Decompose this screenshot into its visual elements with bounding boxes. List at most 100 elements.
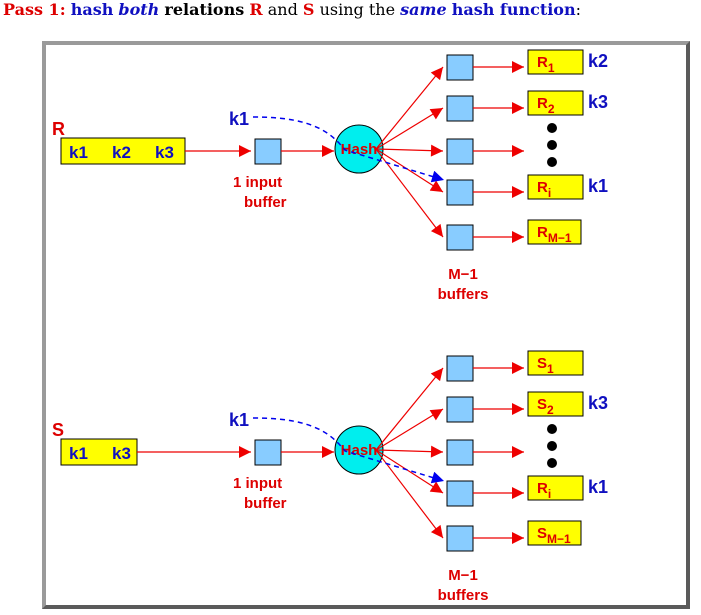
arrow-hash-to-buffer bbox=[375, 408, 444, 451]
partition-subscript: 2 bbox=[547, 403, 554, 417]
partition-subscript: i bbox=[548, 487, 551, 501]
arrow-hash-to-buffer bbox=[375, 107, 444, 150]
ellipsis-dot bbox=[547, 458, 557, 468]
relation-label: S bbox=[52, 420, 64, 440]
ellipsis-dot bbox=[547, 140, 557, 150]
output-buffer-square bbox=[446, 138, 474, 165]
partition-subscript: 1 bbox=[548, 61, 555, 75]
arrow-hash-to-buffer bbox=[375, 148, 444, 238]
buffers-label: buffers bbox=[438, 587, 489, 604]
input-buffer-square bbox=[254, 138, 282, 165]
title-same: same bbox=[400, 0, 447, 19]
title-and: and bbox=[267, 0, 298, 19]
relation-key: k1 bbox=[69, 444, 88, 463]
partition-subscript: 1 bbox=[547, 362, 554, 376]
partition-box bbox=[527, 391, 584, 417]
partition-base: R bbox=[537, 224, 548, 241]
arrow-hash-to-buffer bbox=[375, 144, 444, 157]
output-buffer-square bbox=[446, 525, 474, 552]
title-hash-function: hash function bbox=[451, 0, 576, 19]
partition-box bbox=[527, 219, 582, 245]
ellipsis-dot bbox=[547, 157, 557, 167]
partition-box bbox=[527, 475, 584, 501]
partition-subscript: i bbox=[548, 186, 551, 200]
relation-label: R bbox=[52, 119, 65, 139]
output-buffer-square bbox=[446, 95, 474, 122]
partition-subscript: 2 bbox=[548, 102, 555, 116]
output-buffer-square bbox=[446, 54, 474, 81]
partition-box bbox=[527, 174, 584, 200]
partition-base: R bbox=[537, 179, 548, 196]
title-relations: relations bbox=[164, 0, 245, 19]
ellipsis-dot bbox=[547, 441, 557, 451]
relation-box bbox=[60, 137, 186, 165]
dashed-key-route bbox=[252, 417, 445, 484]
relation-key: k3 bbox=[155, 143, 174, 162]
title-colon: : bbox=[575, 0, 581, 19]
partition-key-label: k3 bbox=[588, 393, 608, 413]
partition-subscript: M−1 bbox=[547, 532, 571, 546]
buffers-label: M−1 bbox=[448, 567, 478, 584]
partition-label: R2 bbox=[537, 95, 555, 116]
partition-label: RM−1 bbox=[537, 224, 572, 245]
partition-label: SM−1 bbox=[537, 525, 571, 546]
title-both: both bbox=[118, 0, 160, 19]
arrow-hash-to-buffer bbox=[375, 66, 444, 150]
relation-key: k3 bbox=[112, 444, 131, 463]
partition-subscript: M−1 bbox=[548, 231, 572, 245]
output-buffer-square bbox=[446, 179, 474, 206]
dashed-key-route bbox=[252, 116, 445, 183]
partition-box bbox=[527, 49, 584, 75]
hash-label: Hash bbox=[341, 442, 378, 459]
title-using-the: using the bbox=[319, 0, 396, 19]
arrow-hash-to-buffer bbox=[375, 148, 444, 193]
output-buffer-square bbox=[446, 439, 474, 466]
partition-label: S1 bbox=[537, 355, 554, 376]
partition-base: S bbox=[537, 525, 547, 542]
partition-label: S2 bbox=[537, 396, 554, 417]
arrow-hash-to-buffer bbox=[375, 449, 444, 539]
partition-label: Ri bbox=[537, 179, 551, 200]
partition-box bbox=[527, 350, 584, 376]
buffers-label: buffers bbox=[438, 286, 489, 303]
partition-label: R1 bbox=[537, 54, 555, 75]
partition-base: S bbox=[537, 355, 547, 372]
partition-key-label: k1 bbox=[588, 477, 608, 497]
partition-base: S bbox=[537, 396, 547, 413]
output-buffer-square bbox=[446, 224, 474, 251]
incoming-key-label: k1 bbox=[229, 410, 249, 430]
arrow-hash-to-buffer bbox=[375, 367, 444, 451]
partition-key-label: k1 bbox=[588, 176, 608, 196]
relation-box bbox=[60, 438, 138, 466]
incoming-key-label: k1 bbox=[229, 109, 249, 129]
title-hash: hash bbox=[70, 0, 114, 19]
partition-base: R bbox=[537, 480, 548, 497]
output-buffer-square bbox=[446, 396, 474, 423]
input-buffer-label: 1 input bbox=[233, 475, 282, 492]
output-buffer-square bbox=[446, 480, 474, 507]
partition-label: Ri bbox=[537, 480, 551, 501]
output-buffer-square bbox=[446, 355, 474, 382]
title-s: S bbox=[302, 0, 315, 19]
partition-base: R bbox=[537, 95, 548, 112]
partition-key-label: k3 bbox=[588, 92, 608, 112]
arrow-hash-to-buffer bbox=[375, 449, 444, 494]
ellipsis-dot bbox=[547, 123, 557, 133]
partition-box bbox=[527, 90, 584, 116]
input-buffer-label: 1 input bbox=[233, 174, 282, 191]
partition-box bbox=[527, 520, 582, 546]
arrow-hash-to-buffer bbox=[375, 445, 444, 458]
relation-key: k1 bbox=[69, 143, 88, 162]
title-r: R bbox=[249, 0, 263, 19]
partition-key-label: k2 bbox=[588, 51, 608, 71]
buffers-label: M−1 bbox=[448, 266, 478, 283]
ellipsis-dot bbox=[547, 424, 557, 434]
pass-label: Pass 1: bbox=[3, 0, 66, 19]
hash-label: Hash bbox=[341, 141, 378, 158]
input-buffer-label: buffer bbox=[244, 194, 287, 211]
relation-key: k2 bbox=[112, 143, 131, 162]
partition-base: R bbox=[537, 54, 548, 71]
